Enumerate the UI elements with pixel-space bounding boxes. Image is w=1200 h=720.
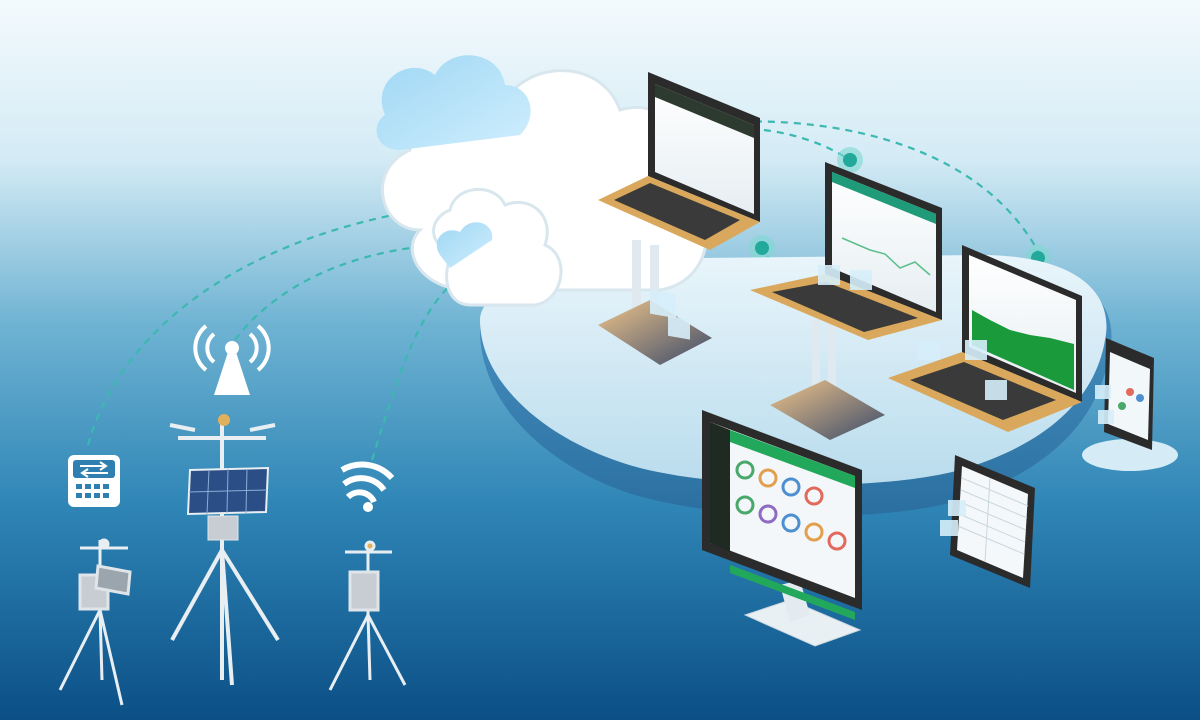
link-arc-1 [86, 208, 421, 446]
monitor-stand-base [743, 599, 862, 647]
tablet [940, 455, 1035, 588]
data-cube-2 [668, 315, 690, 340]
data-cube-1 [650, 289, 676, 319]
laptop-right-chart-fill [972, 310, 1074, 390]
laptop-top-keyboard [614, 183, 740, 240]
big-cloud [376, 55, 708, 307]
desktop-monitor [702, 410, 862, 647]
weather-station-right [328, 540, 407, 691]
pillar-1 [632, 240, 641, 320]
monitor-header-bar [730, 430, 855, 488]
weather-station-center [169, 414, 280, 686]
laptop-middle-keyboard [772, 282, 918, 332]
smartphone [1082, 338, 1178, 471]
laptop-middle [750, 162, 942, 440]
data-cube-5 [918, 340, 940, 360]
pillar-2 [650, 245, 659, 325]
laptop-middle-base [770, 380, 885, 440]
broadcast-antenna-icon [193, 324, 271, 395]
data-cube-6 [965, 340, 987, 360]
data-cube-7 [985, 380, 1007, 400]
laptop-right-keyboard [910, 362, 1056, 420]
weather-station-left [58, 538, 132, 706]
data-cube-4 [850, 270, 872, 290]
laptop-right [888, 245, 1082, 432]
monitor-sidebar [710, 422, 730, 552]
link-arc-2 [234, 243, 441, 341]
laptop-top-base [598, 300, 712, 365]
laptop-top [598, 72, 760, 365]
network-transfer-device-icon [68, 455, 120, 507]
monitor-gauges [735, 460, 847, 551]
wifi-signal-icon [340, 461, 395, 512]
smartphone-screen [1108, 352, 1150, 440]
tablet-screen [957, 466, 1028, 578]
data-cube-3 [818, 265, 840, 285]
